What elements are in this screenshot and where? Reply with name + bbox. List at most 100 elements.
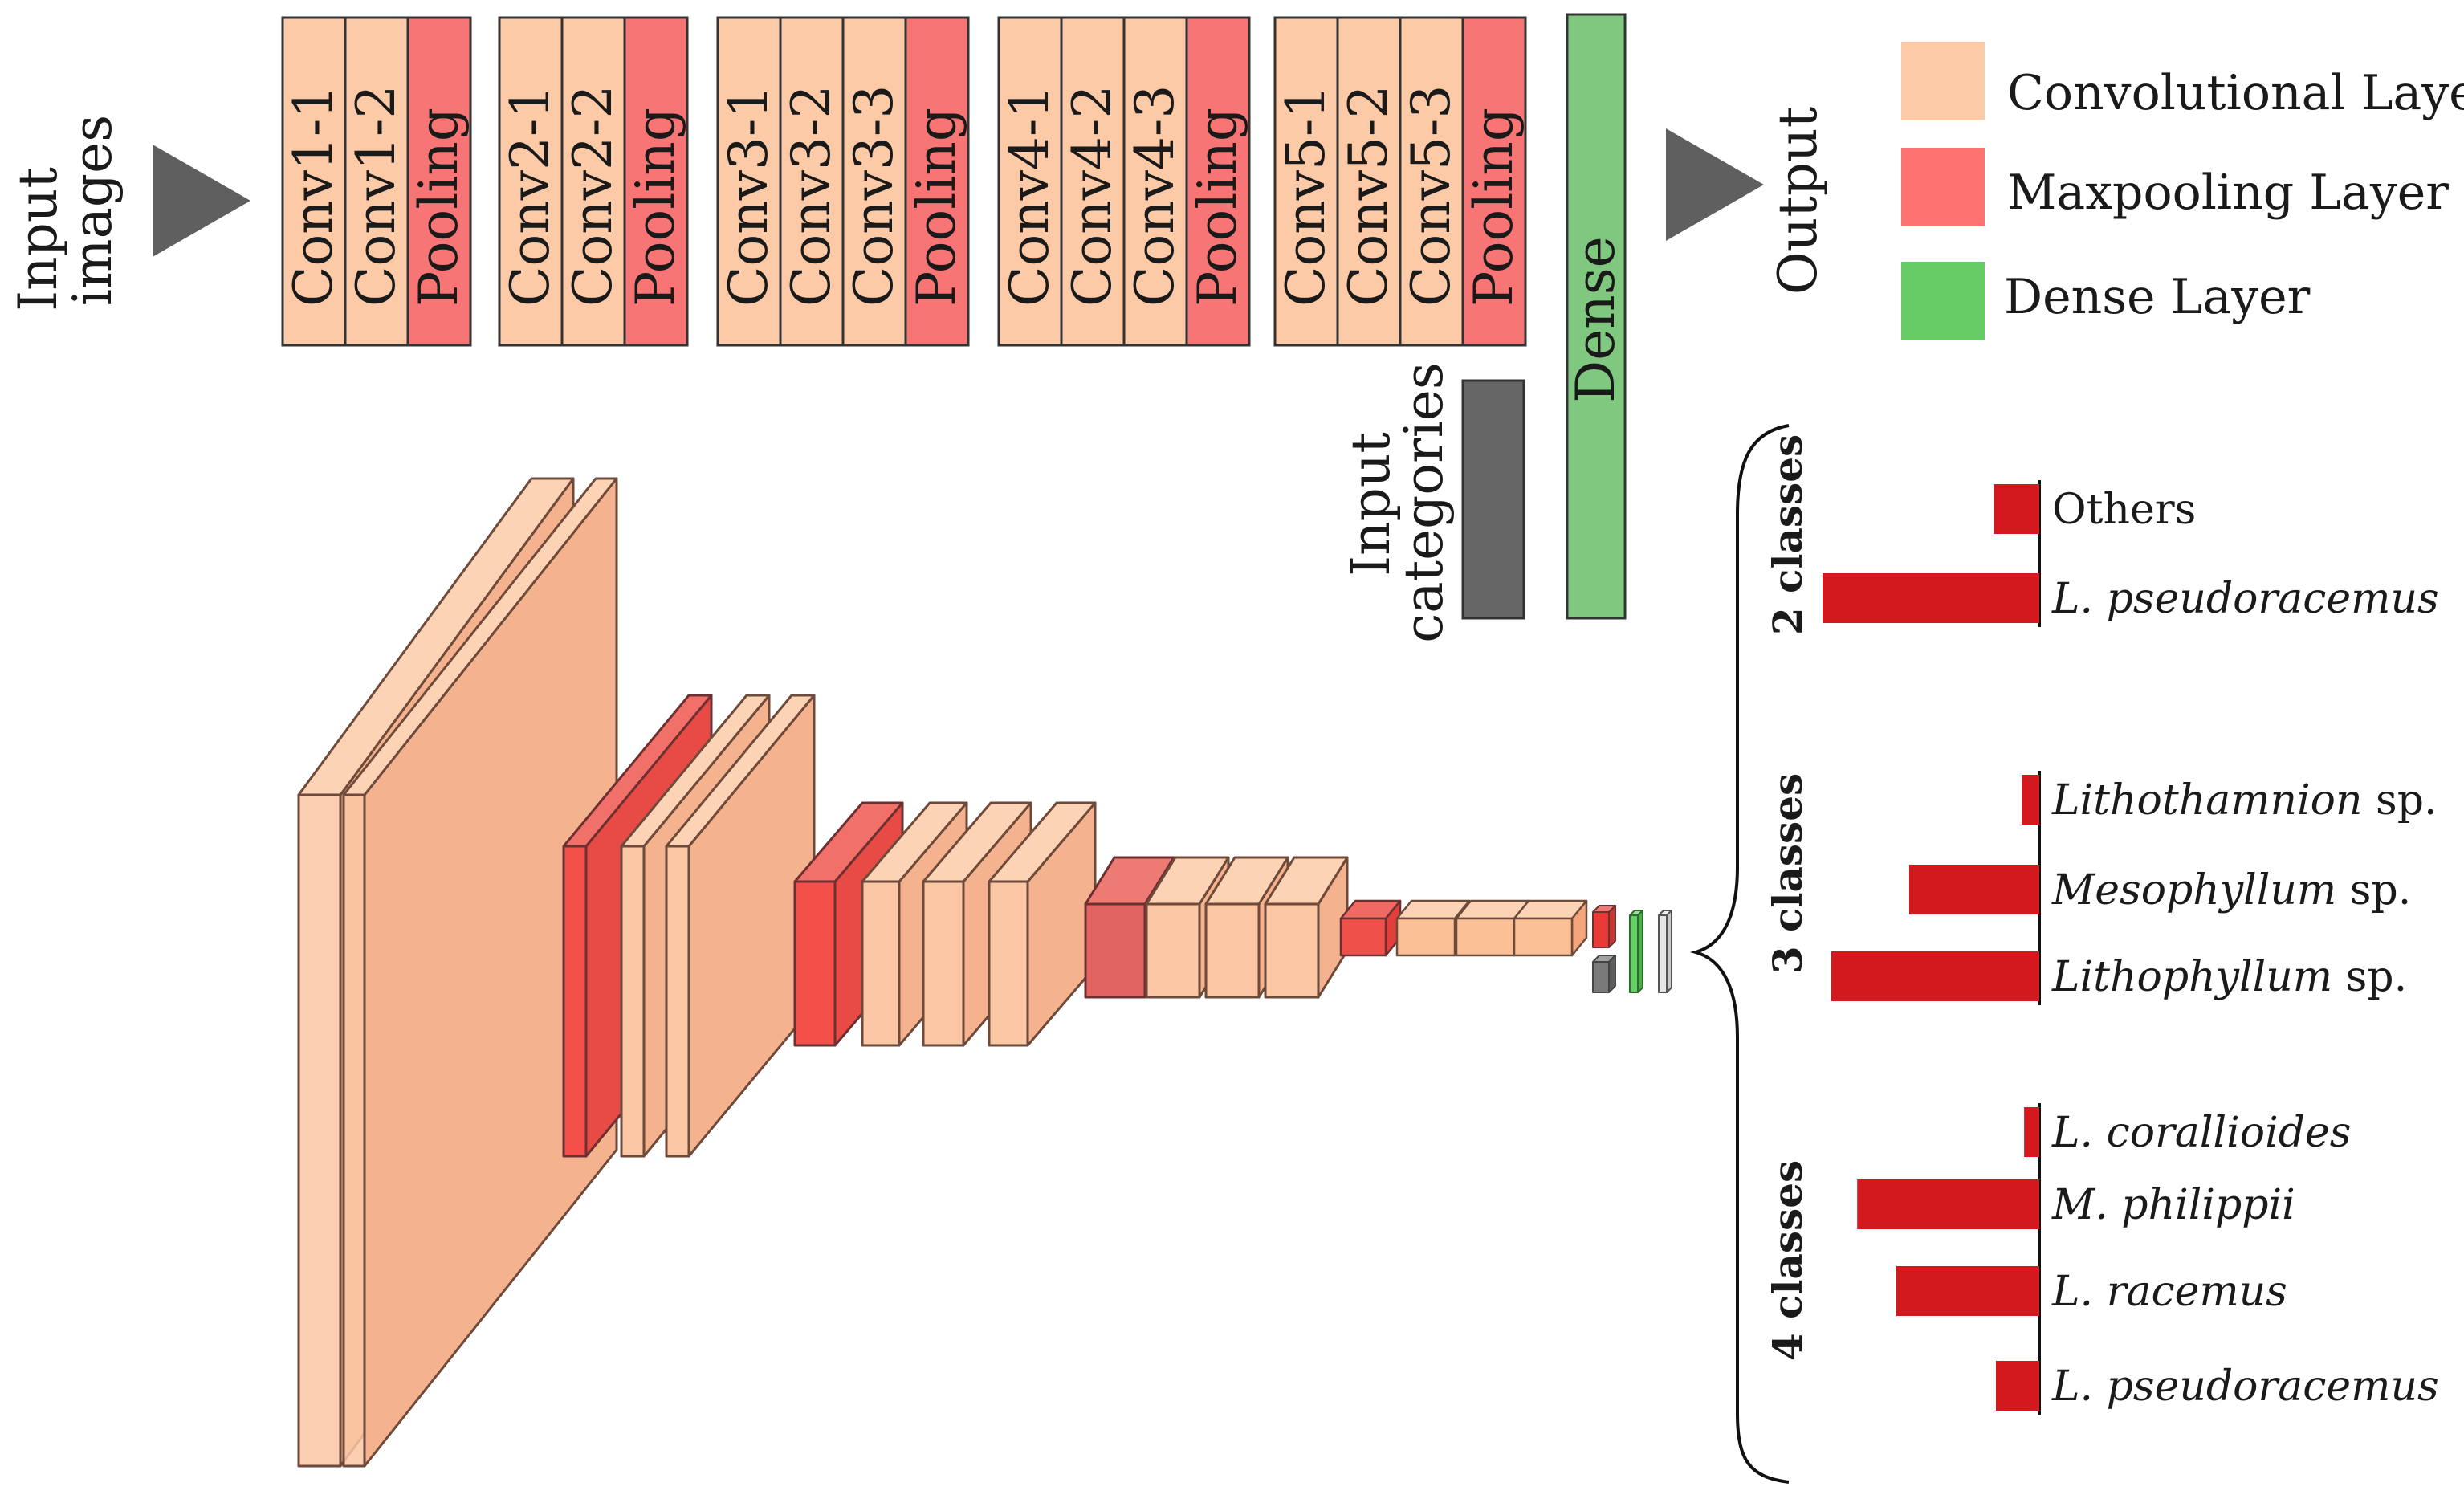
input-arrow-icon xyxy=(153,145,250,257)
class-name: Lithothamnion xyxy=(2051,776,2362,825)
layer-label-conv2-1: Conv2-1 xyxy=(499,85,561,307)
legend-swatch-dense xyxy=(1901,262,1985,340)
class-suffix: sp. xyxy=(2336,866,2411,914)
layer-box-pooling-1 xyxy=(406,16,472,347)
layer-label-conv3-1: Conv3-1 xyxy=(718,85,780,307)
class-probability-bar xyxy=(1896,1266,2039,1316)
class-probability-bar xyxy=(1823,573,2039,623)
layer-box-conv3-2 xyxy=(779,16,845,347)
class-probability-bar xyxy=(1996,1361,2039,1411)
layer-label-pooling-1: Pooling xyxy=(408,108,470,307)
layer-label-conv5-2: Conv5-2 xyxy=(1338,85,1399,307)
dense-bar xyxy=(1566,13,1627,620)
conv3-box-3 xyxy=(988,801,1097,1047)
layer-box-conv1-1 xyxy=(281,16,347,347)
class-name: L. racemus xyxy=(2051,1268,2287,1316)
class-name: Mesophyllum xyxy=(2051,866,2336,914)
network-3d-illustration xyxy=(297,477,1672,1468)
layer-box-conv1-2 xyxy=(344,16,409,347)
layer-label-conv4-3: Conv4-3 xyxy=(1124,85,1186,307)
input-images-label: Input images xyxy=(7,115,124,312)
output-label: Output xyxy=(1767,107,1829,295)
group-title: 4 classes xyxy=(1764,1160,1811,1361)
conv4-box-3 xyxy=(1264,856,1349,999)
dense-label: Dense xyxy=(1565,236,1627,402)
class-probability-bar xyxy=(2022,775,2039,825)
class-label: Lithothamnion sp. xyxy=(2051,776,2438,825)
output-groups: 2 classes Others L. pseudoracemus 3 classes… xyxy=(1764,434,2439,1415)
class-name: M. philippii xyxy=(2051,1181,2295,1229)
class-label: L. racemus xyxy=(2051,1268,2287,1316)
layer-box-pooling-2 xyxy=(623,16,689,347)
layer-box-conv2-2 xyxy=(560,16,626,347)
input-images-line-2: images xyxy=(62,115,124,306)
input-categories-cube xyxy=(1592,955,1616,993)
output-cube xyxy=(1658,910,1672,993)
class-probability-bar xyxy=(2024,1107,2039,1157)
layer-box-pooling-5 xyxy=(1461,16,1527,347)
input-categories-line-2: categories xyxy=(1393,362,1455,642)
class-name: Lithophyllum xyxy=(2051,953,2332,1001)
output-group-2-classes: 2 classes Others L. pseudoracemus xyxy=(1764,434,2439,635)
class-label: M. philippii xyxy=(2051,1181,2295,1229)
layer-box-conv3-3 xyxy=(841,16,907,347)
pool5-cube xyxy=(1592,905,1616,948)
class-probability-bar xyxy=(1831,951,2039,1001)
conv2-slab-2 xyxy=(665,694,816,1158)
layer-label-pooling-2: Pooling xyxy=(625,108,686,307)
layer-label-conv1-2: Conv1-2 xyxy=(345,85,407,307)
class-name: L. corallioides xyxy=(2051,1109,2351,1157)
conv5-box-3 xyxy=(1513,899,1588,957)
legend-swatch-pool xyxy=(1901,148,1985,226)
layer-box-pooling-4 xyxy=(1185,16,1251,347)
pool4-box xyxy=(1339,899,1402,957)
legend-label-dense: Dense Layer xyxy=(2004,269,2311,325)
layer-label-conv3-2: Conv3-2 xyxy=(780,85,842,307)
input-categories: Input categories xyxy=(1340,362,1525,643)
conv1-slab-2 xyxy=(342,477,618,1468)
legend-swatch-conv xyxy=(1901,42,1985,120)
input-categories-box xyxy=(1461,379,1525,620)
layer-label-conv4-1: Conv4-1 xyxy=(999,85,1061,307)
group-title: 2 classes xyxy=(1764,434,1811,635)
layer-label-conv2-2: Conv2-2 xyxy=(562,85,624,307)
class-label: L. pseudoracemus xyxy=(2051,575,2439,623)
legend-label-conv: Convolutional Layer xyxy=(2007,65,2464,121)
output-brace xyxy=(1689,424,1790,1484)
class-label: Lithophyllum sp. xyxy=(2051,953,2407,1001)
layer-label-pooling-4: Pooling xyxy=(1187,108,1248,307)
group-title: 3 classes xyxy=(1764,773,1811,974)
layer-box-conv5-3 xyxy=(1399,16,1464,347)
output-group-4-classes: 4 classes L. corallioides M. philippii L. r… xyxy=(1764,1103,2439,1415)
layer-label-conv5-1: Conv5-1 xyxy=(1275,85,1337,307)
layer-box-conv3-1 xyxy=(716,16,782,347)
class-label: Mesophyllum sp. xyxy=(2051,866,2411,914)
layer-box-conv4-2 xyxy=(1060,16,1126,347)
class-label: Others xyxy=(2052,486,2196,534)
legend: Convolutional Layer Maxpooling Layer Den… xyxy=(1901,42,2464,340)
class-suffix: sp. xyxy=(2362,776,2437,825)
class-name: Others xyxy=(2052,486,2196,534)
class-name: L. pseudoracemus xyxy=(2051,1362,2439,1411)
class-probability-bar xyxy=(1909,865,2039,914)
output-arrow-icon xyxy=(1666,128,1764,241)
layer-label-conv1-1: Conv1-1 xyxy=(283,85,344,307)
legend-label-pool: Maxpooling Layer xyxy=(2007,165,2449,221)
layer-label-conv3-3: Conv3-3 xyxy=(843,85,905,307)
class-label: L. corallioides xyxy=(2051,1109,2351,1157)
layer-box-conv4-3 xyxy=(1122,16,1188,347)
input-images-line-1: Input xyxy=(7,167,69,312)
layer-label-conv5-3: Conv5-3 xyxy=(1400,85,1462,307)
class-probability-bar xyxy=(1857,1179,2039,1229)
class-suffix: sp. xyxy=(2332,953,2407,1001)
layer-box-pooling-3 xyxy=(904,16,970,347)
dense-layer: Dense xyxy=(1565,13,1627,620)
